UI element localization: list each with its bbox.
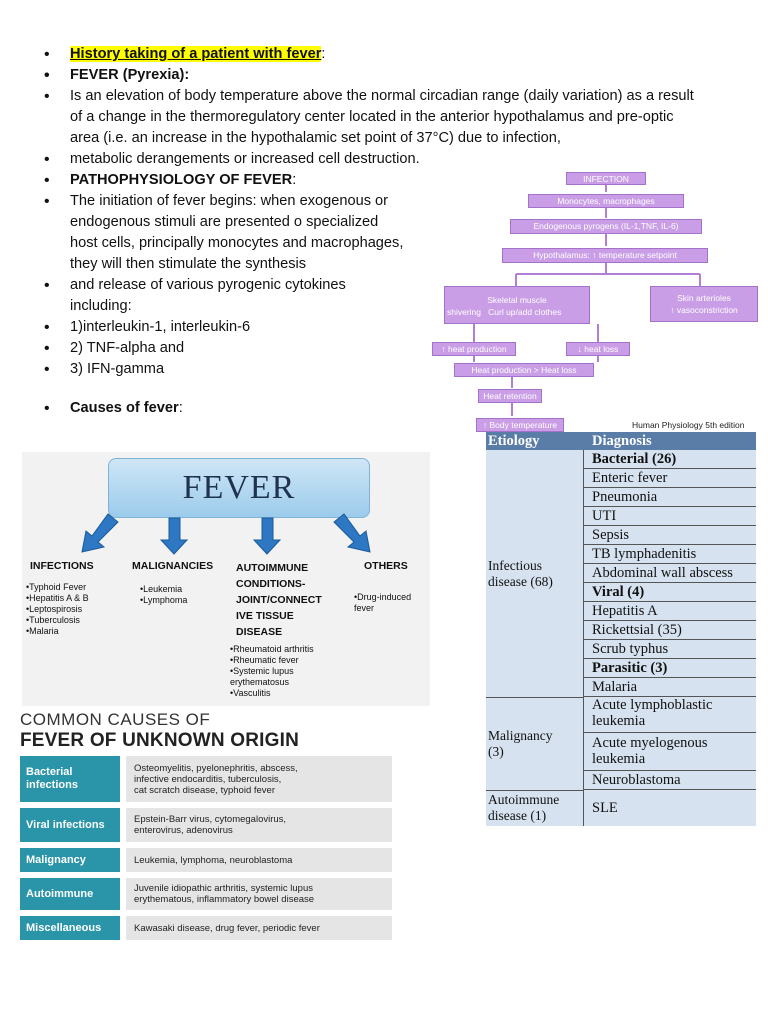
diagnosis-cell: Scrub typhus [584,640,756,659]
etiology-group-divider-1 [486,697,584,698]
flow-heat-loss: ↓ heat loss [566,342,630,356]
etiology-group-infectious: Infectious disease (68) [488,558,553,589]
bullet-fever-def: FEVER (Pyrexia): [44,65,704,86]
fuo-category: Viral infections [20,808,120,842]
fuo-row-autoimmune: Autoimmune Juvenile idiopathic arthritis… [20,878,392,910]
etiology-col-divider [583,450,584,826]
flow-curl: Curl up/add clothes [488,307,562,317]
flow-hypothalamus: Hypothalamus: ↑ temperature setpoint [502,248,708,263]
fuo-title-2: FEVER OF UNKNOWN ORIGIN [20,730,300,751]
patho-colon: : [292,172,297,188]
history-colon: : [321,46,326,62]
fever-title: FEVER [108,458,370,518]
flow-monocytes: Monocytes, macrophages [528,194,684,208]
diagnosis-cell: Bacterial (26) [584,450,756,469]
diagnosis-cell: Sepsis [584,526,756,545]
diagnosis-cell: Acute lymphoblastic leukemia [584,697,756,733]
bullet-causes: Causes of fever: [44,398,704,419]
flow-body-temp: ↑ Body temperature [476,418,564,432]
flow-skin-arterioles: Skin arterioles ↑ vasoconstriction [650,286,758,322]
col-infections-items: •Typhoid Fever •Hepatitis A & B •Leptosp… [26,582,89,636]
etiology-group-divider-2 [486,790,584,791]
flow-heat-production: ↑ heat production [432,342,516,356]
col-others-heading: OTHERS [364,560,408,572]
bullet-history: History taking of a patient with fever: [44,44,704,65]
causes-heading: Causes of fever [70,400,179,416]
diagnosis-cell: Enteric fever [584,469,756,488]
col-others-items: •Drug-induced fever [354,592,412,613]
flow-source-caption: Human Physiology 5th edition [632,420,745,430]
fuo-causes: Epstein-Barr virus, cytomegalovirus, ent… [126,808,392,842]
diagnosis-cell: Hepatitis A [584,602,756,621]
flow-prod-gt-loss: Heat production > Heat loss [454,363,594,377]
etiology-header: Etiology Diagnosis [486,432,756,450]
main-bullet-list: History taking of a patient with fever: … [44,44,704,419]
diagnosis-cell: Parasitic (3) [584,659,756,678]
bullet-cyto-2: 2) TNF-alpha and [44,338,704,359]
flow-skin-label: Skin arterioles [677,293,731,303]
diagnosis-cell: SLE [592,800,618,816]
diagnosis-cell: Malaria [584,678,756,697]
flow-skeletal-actions: shivering Curl up/add clothes [445,306,589,318]
etiology-group-malignancy: Malignancy (3) [488,728,553,759]
diagnosis-cell: Pneumonia [584,488,756,507]
fuo-category: Malignancy [20,848,120,872]
header-etiology: Etiology [488,433,540,449]
col-autoimmune-heading: AUTOIMMUNE CONDITIONS- JOINT/CONNECT IVE… [236,562,322,638]
diagnosis-cell: Neuroblastoma [584,771,756,790]
arrow-autoimmune [252,517,282,555]
fuo-causes: Leukemia, lymphoma, neuroblastoma [126,848,392,872]
flow-skeletal-label: Skeletal muscle [487,295,547,305]
fever-pathophysiology-flowchart: INFECTION Monocytes, macrophages Endogen… [428,166,768,438]
history-heading: History taking of a patient with fever [70,46,322,62]
flow-heat-retention: Heat retention [478,389,542,403]
diagnosis-cell: UTI [584,507,756,526]
bullet-cyto-1: 1)interleukin-1, interleukin-6 [44,317,704,338]
bullet-patho-2: and release of various pyrogenic cytokin… [44,275,404,317]
flow-shivering: shivering [447,307,482,317]
arrow-malignancies [159,517,189,555]
flow-skeletal-muscle: Skeletal muscle shivering Curl up/add cl… [444,286,590,324]
fuo-category: Miscellaneous [20,916,120,940]
bullet-definition-1: Is an elevation of body temperature abov… [44,86,704,149]
arrow-infections [81,513,119,553]
flowchart-arrows [473,184,701,416]
etiology-group-autoimmune: Autoimmune disease (1) [488,792,560,823]
fuo-causes: Osteomyelitis, pyelonephritis, abscess, … [126,756,392,802]
fever-causes-chart: FEVER INFECTIONS •Typhoid Fever •Hepatit… [22,452,430,706]
causes-colon: : [178,400,183,416]
diagnosis-cell: TB lymphadenitis [584,545,756,564]
bullet-definition-2: metabolic derangements or increased cell… [44,149,704,170]
header-diagnosis: Diagnosis [592,433,652,449]
col-malignancies-heading: MALIGNANCIES [132,560,214,572]
etiology-table: Etiology Diagnosis Infectious disease (6… [486,432,756,826]
flow-pyrogens: Endogenous pyrogens (IL-1,TNF, IL-6) [510,219,702,234]
fuo-title-1: COMMON CAUSES OF [20,710,211,729]
col-malignancies-items: •Leukemia •Lymphoma [140,584,188,605]
fuo-row-viral: Viral infections Epstein-Barr virus, cyt… [20,808,392,842]
fuo-category: Autoimmune [20,878,120,910]
diagnosis-cell: Abdominal wall abscess [584,564,756,583]
fuo-causes: Kawasaki disease, drug fever, periodic f… [126,916,392,940]
flow-vaso: ↑ vasoconstriction [670,305,738,315]
diagnosis-cell: Acute myelogenous leukemia [584,733,756,771]
diagnosis-cell: Viral (4) [584,583,756,602]
fuo-category: Bacterial infections [20,756,120,802]
fever-chart-arrows [81,513,371,555]
diagnosis-cell: Rickettsial (35) [584,621,756,640]
fuo-causes: Juvenile idiopathic arthritis, systemic … [126,878,392,910]
bullet-patho-1: The initiation of fever begins: when exo… [44,191,404,275]
patho-heading: PATHOPHYSIOLOGY OF FEVER [70,172,293,188]
fuo-row-malignancy: Malignancy Leukemia, lymphoma, neuroblas… [20,848,392,872]
fuo-row-misc: Miscellaneous Kawasaki disease, drug fev… [20,916,392,940]
col-autoimmune-items: •Rheumatoid arthritis •Rheumatic fever •… [230,644,314,698]
arrow-others [333,513,371,553]
bullet-patho: PATHOPHYSIOLOGY OF FEVER: [44,170,704,191]
bullet-cyto-3: 3) IFN-gamma [44,359,704,380]
fuo-row-bacterial: Bacterial infections Osteomyelitis, pyel… [20,756,392,802]
col-infections-heading: INFECTIONS [30,560,94,572]
flow-infection: INFECTION [566,172,646,185]
